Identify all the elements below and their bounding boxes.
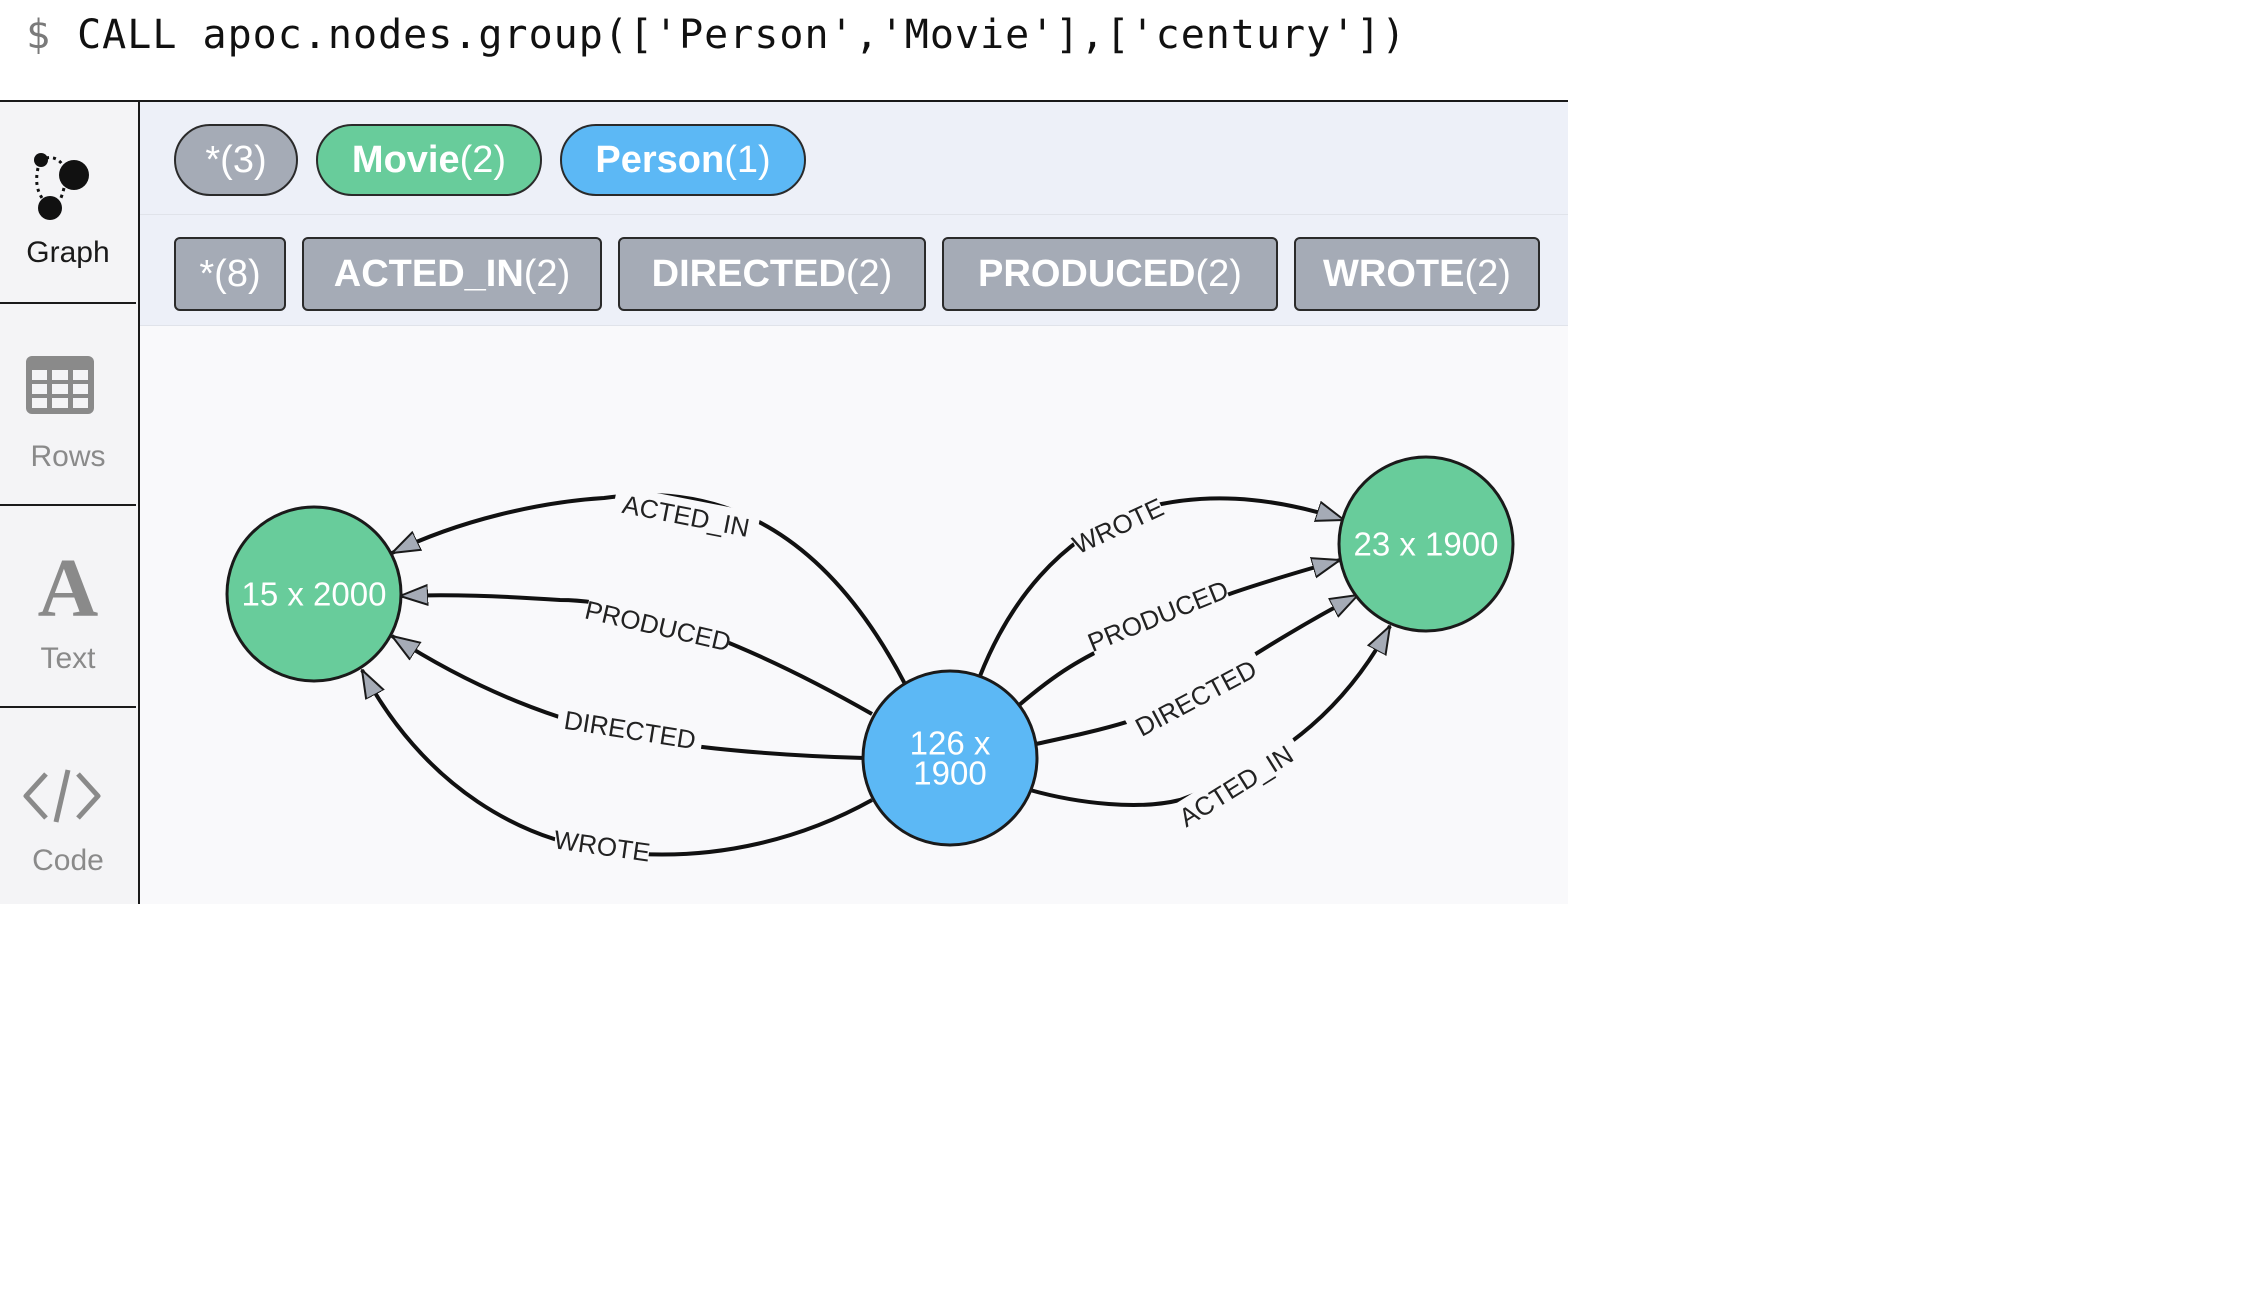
edge-line[interactable] bbox=[360, 670, 873, 857]
rel-tag-name: PRODUCED bbox=[978, 252, 1196, 295]
sidebar-item-rows[interactable]: Rows bbox=[0, 304, 136, 504]
edge-line[interactable] bbox=[1029, 626, 1392, 807]
rel-tag-wrote[interactable]: WROTE(2) bbox=[1294, 237, 1540, 311]
node-label: 126 x bbox=[910, 725, 991, 762]
node-circle[interactable] bbox=[225, 505, 403, 683]
graph-edge-produced[interactable]: PRODUCED bbox=[400, 593, 873, 716]
edge-label: PRODUCED bbox=[582, 595, 734, 658]
rel-tag-count: (2) bbox=[1195, 252, 1242, 295]
command-bar: $ CALL apoc.nodes.group(['Person','Movie'… bbox=[0, 0, 1568, 102]
rel-tag-all[interactable]: *(8) bbox=[174, 237, 286, 311]
label-pill-name: * bbox=[205, 138, 221, 181]
edges-layer: ACTED_INPRODUCEDDIRECTEDWROTEWROTEPRODUC… bbox=[360, 485, 1392, 870]
label-pill-movie[interactable]: Movie(2) bbox=[316, 124, 542, 196]
node-label-filter-bar: *(3) Movie(2) Person(1) bbox=[140, 102, 1568, 215]
label-pill-name: Movie bbox=[351, 138, 460, 181]
edge-line[interactable] bbox=[400, 595, 873, 716]
graph-node-movie1900[interactable]: 23 x 1900 bbox=[1337, 455, 1515, 633]
rel-tag-count: (2) bbox=[1464, 252, 1511, 295]
edge-label-background bbox=[611, 485, 761, 547]
sidebar-item-code[interactable]: Code bbox=[0, 708, 136, 908]
graph-edge-wrote[interactable]: WROTE bbox=[360, 670, 873, 870]
sidebar-label-text: Text bbox=[40, 642, 96, 675]
table-icon bbox=[26, 356, 94, 414]
sidebar-label-code: Code bbox=[32, 844, 104, 877]
edge-label-background bbox=[1067, 490, 1169, 562]
rel-tag-acted-in[interactable]: ACTED_IN(2) bbox=[302, 237, 602, 311]
graph-icon bbox=[34, 153, 89, 220]
code-icon bbox=[23, 769, 101, 823]
label-pill-count: (1) bbox=[724, 138, 771, 181]
edge-label: WROTE bbox=[1068, 492, 1168, 560]
rel-tag-count: (8) bbox=[214, 252, 261, 295]
rel-tag-name: DIRECTED bbox=[651, 252, 846, 295]
graph-edge-acted-in[interactable]: ACTED_IN bbox=[392, 485, 907, 685]
edge-label: DIRECTED bbox=[1130, 654, 1261, 743]
command-prompt: $ bbox=[26, 12, 52, 58]
edge-label-background bbox=[552, 822, 652, 870]
rel-tag-produced[interactable]: PRODUCED(2) bbox=[942, 237, 1278, 311]
edge-label: WROTE bbox=[552, 824, 652, 867]
rel-tag-count: (2) bbox=[523, 252, 571, 295]
edge-label-background bbox=[555, 701, 705, 759]
sidebar-divider bbox=[0, 504, 136, 506]
edge-label: PRODUCED bbox=[1083, 574, 1232, 658]
graph-node-movie2000[interactable]: 15 x 2000 bbox=[225, 505, 403, 683]
rel-tag-name: * bbox=[199, 252, 215, 295]
view-sidebar: Graph Rows A Text Code bbox=[0, 102, 140, 904]
command-text: $ CALL apoc.nodes.group(['Person','Movie'… bbox=[26, 12, 1406, 58]
node-label: 1900 bbox=[913, 755, 986, 792]
relationship-type-filter-bar: *(8) ACTED_IN(2) DIRECTED(2) PRODUCED(2)… bbox=[140, 215, 1568, 326]
edge-line[interactable] bbox=[978, 496, 1344, 677]
edge-label-background bbox=[1165, 732, 1307, 840]
node-label: 23 x 1900 bbox=[1354, 526, 1499, 563]
edge-label: DIRECTED bbox=[562, 705, 698, 755]
rel-tag-directed[interactable]: DIRECTED(2) bbox=[618, 237, 926, 311]
sidebar-label-rows: Rows bbox=[30, 440, 106, 473]
sidebar-item-graph[interactable]: Graph bbox=[0, 102, 136, 302]
command-query[interactable]: CALL apoc.nodes.group(['Person','Movie']… bbox=[77, 12, 1407, 58]
edge-label-background bbox=[583, 593, 733, 659]
sidebar-divider bbox=[0, 302, 136, 304]
rel-tag-name: WROTE bbox=[1323, 252, 1465, 295]
label-pill-name: Person bbox=[595, 138, 725, 181]
sidebar-divider bbox=[0, 706, 136, 708]
edge-label-background bbox=[1123, 648, 1269, 748]
sidebar-item-text[interactable]: A Text bbox=[0, 506, 136, 706]
edge-label: ACTED_IN bbox=[1174, 739, 1299, 833]
label-pill-all[interactable]: *(3) bbox=[174, 124, 298, 196]
label-pill-count: (3) bbox=[220, 138, 267, 181]
sidebar-label-graph: Graph bbox=[26, 236, 110, 269]
rel-tag-name: ACTED_IN bbox=[333, 252, 524, 295]
label-pill-count: (2) bbox=[459, 138, 507, 181]
graph-edge-wrote[interactable]: WROTE bbox=[978, 490, 1344, 677]
label-pill-person[interactable]: Person(1) bbox=[560, 124, 806, 196]
node-circle[interactable] bbox=[861, 669, 1039, 847]
graph-canvas[interactable]: ACTED_INPRODUCEDDIRECTEDWROTEWROTEPRODUC… bbox=[0, 0, 1568, 904]
node-circle[interactable] bbox=[1337, 455, 1515, 633]
graph-edge-directed[interactable]: DIRECTED bbox=[390, 634, 865, 760]
node-label: 15 x 2000 bbox=[242, 576, 387, 613]
text-icon: A bbox=[37, 542, 99, 635]
rel-tag-count: (2) bbox=[845, 252, 893, 295]
edge-label-background bbox=[1083, 572, 1233, 660]
